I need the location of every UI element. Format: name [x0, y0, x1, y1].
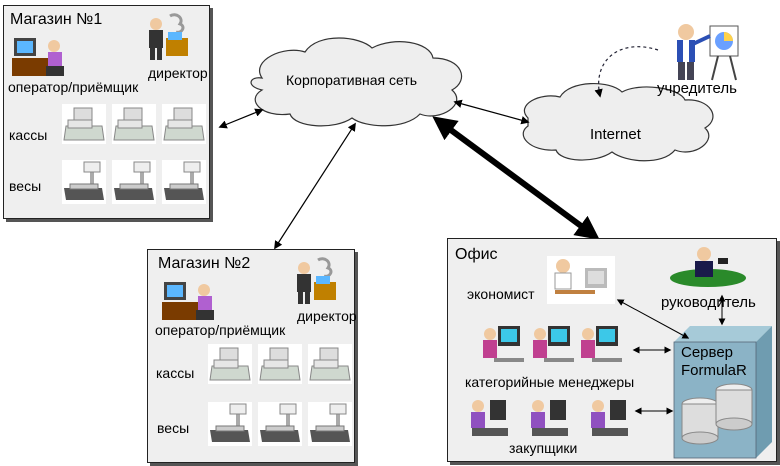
store1-director-icon: [149, 13, 188, 60]
link-office-corporate: [432, 116, 600, 240]
link-founder-internet: [594, 46, 659, 98]
link-store1-corporate: [218, 108, 264, 129]
store1-scale-3: [162, 160, 206, 204]
server-label-line1: Сервер: [681, 344, 734, 361]
manager-icon: [670, 247, 746, 287]
store1-scale-2: [112, 160, 156, 204]
store2-operator-label: оператор/приёмщик: [155, 322, 286, 338]
founder-presenter-icon: [677, 24, 739, 81]
store2-cash-register-2: [258, 344, 302, 384]
category-manager-workstation-2: [533, 326, 574, 362]
founder-label: учредитель: [657, 80, 737, 97]
category-managers-label: категорийные менеджеры: [465, 374, 635, 390]
store1-operator-icon: [12, 38, 64, 76]
store1-scale-1: [62, 160, 106, 204]
store1-title: Магазин №1: [10, 11, 103, 28]
store2-title: Магазин №2: [158, 255, 251, 272]
store1-registers-label: кассы: [9, 127, 48, 143]
store2-scale-1: [208, 402, 252, 446]
server-label-line2: FormulaR: [681, 362, 747, 379]
formular-server: [673, 326, 772, 459]
store1-cash-register-2: [112, 104, 156, 144]
economist-icon: [547, 256, 615, 304]
link-economist-server: [616, 299, 690, 339]
office-title: Офис: [455, 246, 498, 263]
category-manager-workstation-3: [581, 326, 622, 362]
buyer-workstation-2: [531, 400, 568, 436]
buyer-workstation-3: [591, 400, 628, 436]
store2-cash-register-3: [308, 344, 352, 384]
buyer-workstation-1: [471, 400, 508, 436]
internet-label: Internet: [590, 126, 641, 143]
store2-director-icon: [297, 257, 336, 304]
corporate-network-label: Корпоративная сеть: [286, 72, 418, 88]
store2-operator-icon: [162, 282, 214, 320]
link-store2-corporate: [274, 122, 356, 250]
store2-director-label: директор: [297, 308, 357, 324]
store2-scale-3: [308, 402, 352, 446]
economist-label: экономист: [467, 286, 535, 302]
store2-cash-register-1: [208, 344, 252, 384]
store2-scale-2: [258, 402, 302, 446]
store2-scales-label: весы: [157, 420, 190, 436]
store1-director-label: директор: [148, 65, 208, 81]
store1-scales-label: весы: [9, 178, 42, 194]
store1-operator-label: оператор/приёмщик: [8, 79, 139, 95]
buyers-label: закупщики: [509, 440, 578, 456]
store2-registers-label: кассы: [156, 365, 195, 381]
store1-cash-register-1: [62, 104, 106, 144]
store1-cash-register-3: [162, 104, 206, 144]
category-manager-workstation-1: [483, 326, 524, 362]
